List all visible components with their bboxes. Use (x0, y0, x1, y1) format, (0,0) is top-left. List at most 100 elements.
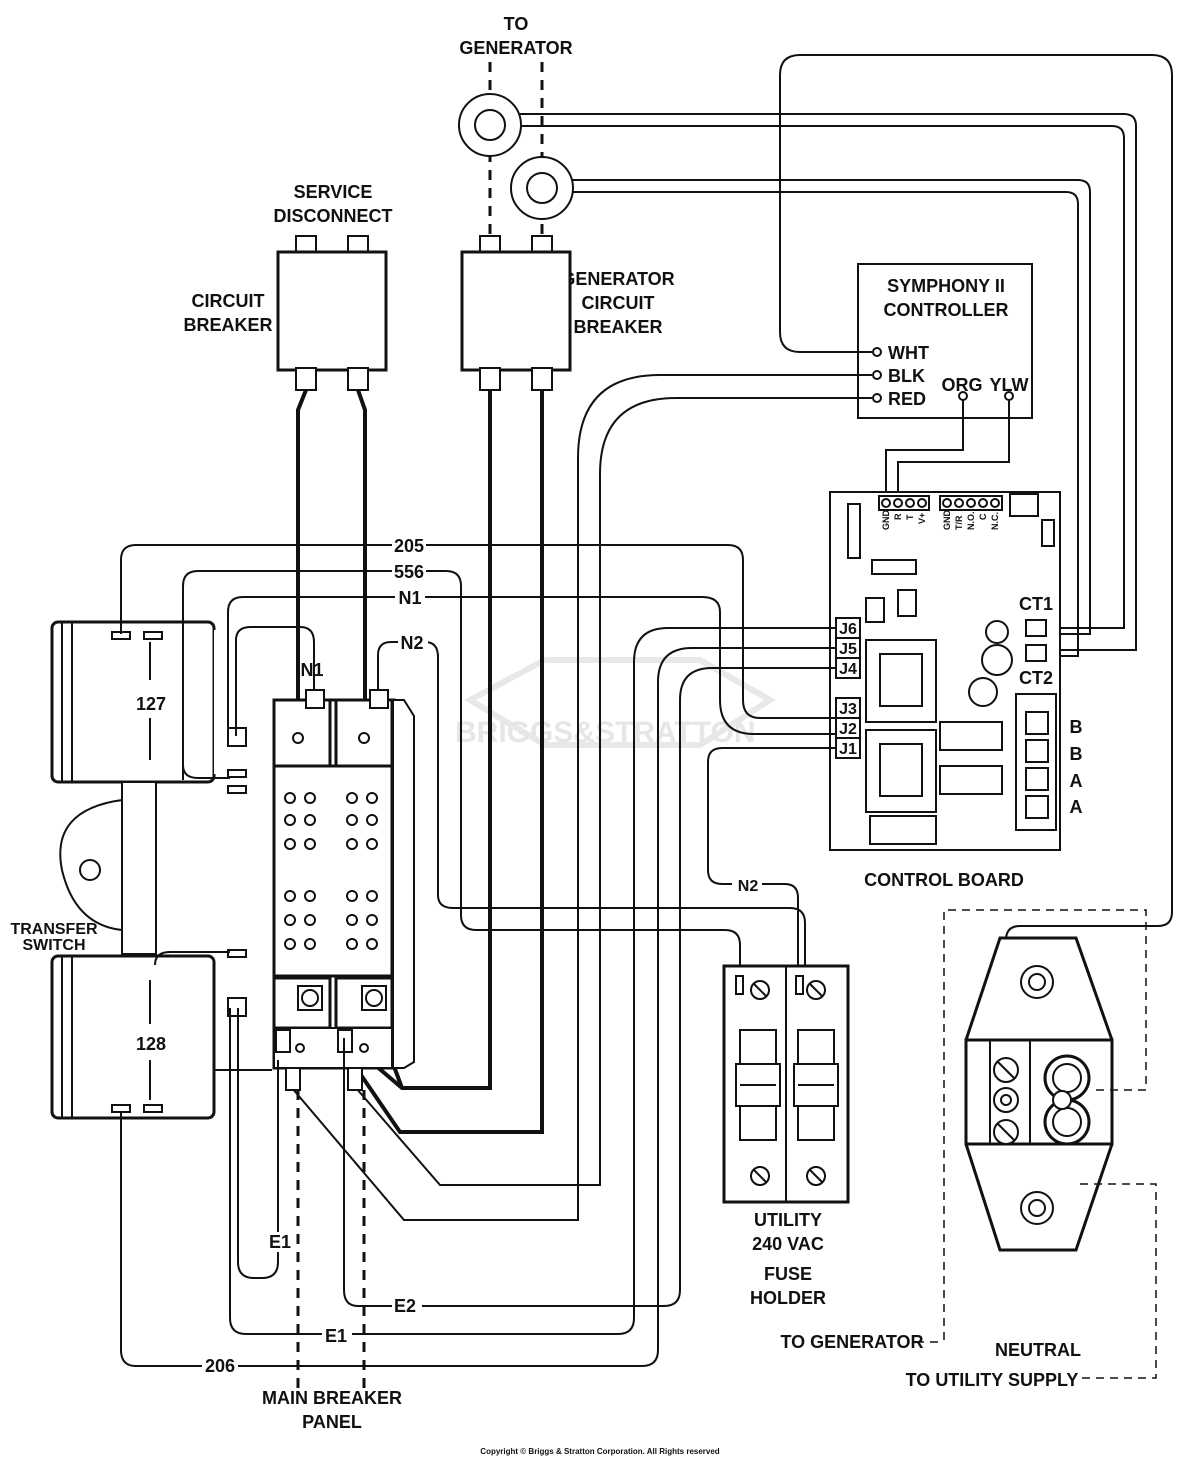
contact-hole (304, 792, 316, 804)
utility-fuse-holder (722, 964, 850, 1204)
circuit-breaker-label: CIRCUIT BREAKER (183, 291, 272, 335)
svg-text:BLK: BLK (888, 366, 925, 386)
svg-text:V+: V+ (917, 513, 927, 524)
svg-text:E1: E1 (269, 1232, 291, 1252)
ylw-wire (897, 400, 1010, 496)
svg-text:N2: N2 (738, 878, 759, 895)
service-disconnect-breaker (276, 235, 388, 391)
board-connectors: J6 J5 J4 J3 J2 J1 (835, 617, 861, 759)
svg-text:ORG: ORG (941, 375, 982, 395)
svg-text:B: B (1070, 717, 1083, 737)
to-utility-dashed (1080, 1183, 1157, 1379)
svg-text:T/R: T/R (954, 515, 964, 530)
contact-hole (366, 938, 378, 950)
wire-j5-206 (120, 647, 836, 1367)
svg-text:E1: E1 (325, 1326, 347, 1346)
svg-text:SYMPHONY II: SYMPHONY II (887, 276, 1005, 296)
svg-text:FUSE: FUSE (764, 1264, 812, 1284)
contact-hole (304, 914, 316, 926)
wire-n1 (227, 596, 836, 736)
svg-text:GND: GND (942, 510, 952, 531)
svg-text:TO: TO (504, 14, 529, 34)
transfer-switch: 127 128 (50, 620, 415, 1120)
watermark-text: BRIGGS&STRATTON (455, 716, 756, 749)
wire-e1-left (237, 1008, 279, 1279)
blk-wire (291, 374, 872, 1221)
svg-text:N.O.: N.O. (966, 511, 976, 530)
svg-text:N1: N1 (398, 588, 421, 608)
wire-556-tail (182, 764, 230, 779)
wire-j4-e2 (343, 667, 836, 1307)
contact-hole (346, 890, 358, 902)
coil-128-label: 128 (136, 1034, 166, 1054)
contact-hole (284, 838, 296, 850)
svg-text:CIRCUIT: CIRCUIT (582, 293, 655, 313)
wire-j1-n2 (707, 747, 836, 978)
contact-hole (284, 914, 296, 926)
contact-hole (346, 838, 358, 850)
copyright: Copyright © Briggs & Stratton Corporatio… (480, 1447, 720, 1456)
to-generator-top-label: TO GENERATOR (459, 14, 572, 58)
main-breaker-panel-label: MAIN BREAKER PANEL (262, 1388, 402, 1432)
svg-text:DISCONNECT: DISCONNECT (273, 206, 392, 226)
svg-text:N1: N1 (300, 660, 323, 680)
svg-text:N.C.: N.C. (990, 512, 1000, 530)
svg-text:E2: E2 (394, 1296, 416, 1316)
generator-circuit-breaker-label: GENERATOR CIRCUIT BREAKER (561, 269, 674, 337)
svg-text:J4: J4 (839, 661, 857, 678)
contact-hole (304, 890, 316, 902)
contact-hole (284, 792, 296, 804)
wire-205 (120, 544, 836, 719)
wire-labels: 205 556 N1 N2 N1 N2 E1 E2 E1 206 (202, 536, 762, 1376)
control-board: GND R T V+ GND T/R N.O. C N.C. (829, 491, 1061, 851)
wire-coil-128 (154, 951, 230, 966)
contact-hole (366, 814, 378, 826)
to-generator-dashed (943, 909, 1147, 1340)
svg-text:BREAKER: BREAKER (573, 317, 662, 337)
svg-text:HOLDER: HOLDER (750, 1288, 826, 1308)
svg-text:556: 556 (394, 562, 424, 582)
svg-text:PANEL: PANEL (302, 1412, 362, 1432)
svg-text:J3: J3 (839, 701, 857, 718)
svg-text:GENERATOR: GENERATOR (561, 269, 674, 289)
contact-hole (366, 890, 378, 902)
wire-556 (182, 570, 741, 978)
contact-hole (366, 838, 378, 850)
svg-text:SERVICE: SERVICE (294, 182, 373, 202)
svg-text:BREAKER: BREAKER (183, 315, 272, 335)
red-wire (355, 397, 872, 1186)
contact-hole (346, 792, 358, 804)
svg-text:J6: J6 (839, 621, 857, 638)
service-line-2 (356, 389, 367, 720)
control-board-label: CONTROL BOARD (864, 870, 1024, 890)
contact-hole (366, 792, 378, 804)
svg-text:CONTROLLER: CONTROLLER (884, 300, 1009, 320)
ct2-wire-b (572, 191, 1079, 657)
svg-text:RED: RED (888, 389, 926, 409)
wire-j6-e1 (229, 627, 836, 1335)
contact-hole (284, 938, 296, 950)
wht-wire (779, 54, 1173, 1068)
contact-hole (304, 814, 316, 826)
service-disconnect-label: SERVICE DISCONNECT (273, 182, 392, 226)
contact-hole (366, 914, 378, 926)
svg-text:206: 206 (205, 1356, 235, 1376)
svg-text:B: B (1070, 744, 1083, 764)
terminal-letters: B B A A (1070, 717, 1083, 817)
svg-text:TRANSFER: TRANSFER (10, 921, 98, 938)
contact-hole (284, 814, 296, 826)
svg-text:UTILITY: UTILITY (754, 1210, 822, 1230)
svg-text:WHT: WHT (888, 343, 929, 363)
to-utility-supply-label: TO UTILITY SUPPLY (906, 1370, 1079, 1390)
board-pin-labels-right: GND T/R N.O. C N.C. (942, 510, 1000, 531)
svg-text:C: C (978, 513, 988, 520)
contact-hole (304, 838, 316, 850)
briggs-stratton-watermark: BRIGGS&STRATTON (455, 657, 776, 749)
board-pin-labels-left: GND R T V+ (881, 510, 927, 531)
contact-hole (284, 890, 296, 902)
svg-text:A: A (1070, 797, 1083, 817)
neutral-block (964, 936, 1114, 1252)
org-wire (885, 400, 964, 496)
ct2-wire-a (572, 179, 1091, 635)
